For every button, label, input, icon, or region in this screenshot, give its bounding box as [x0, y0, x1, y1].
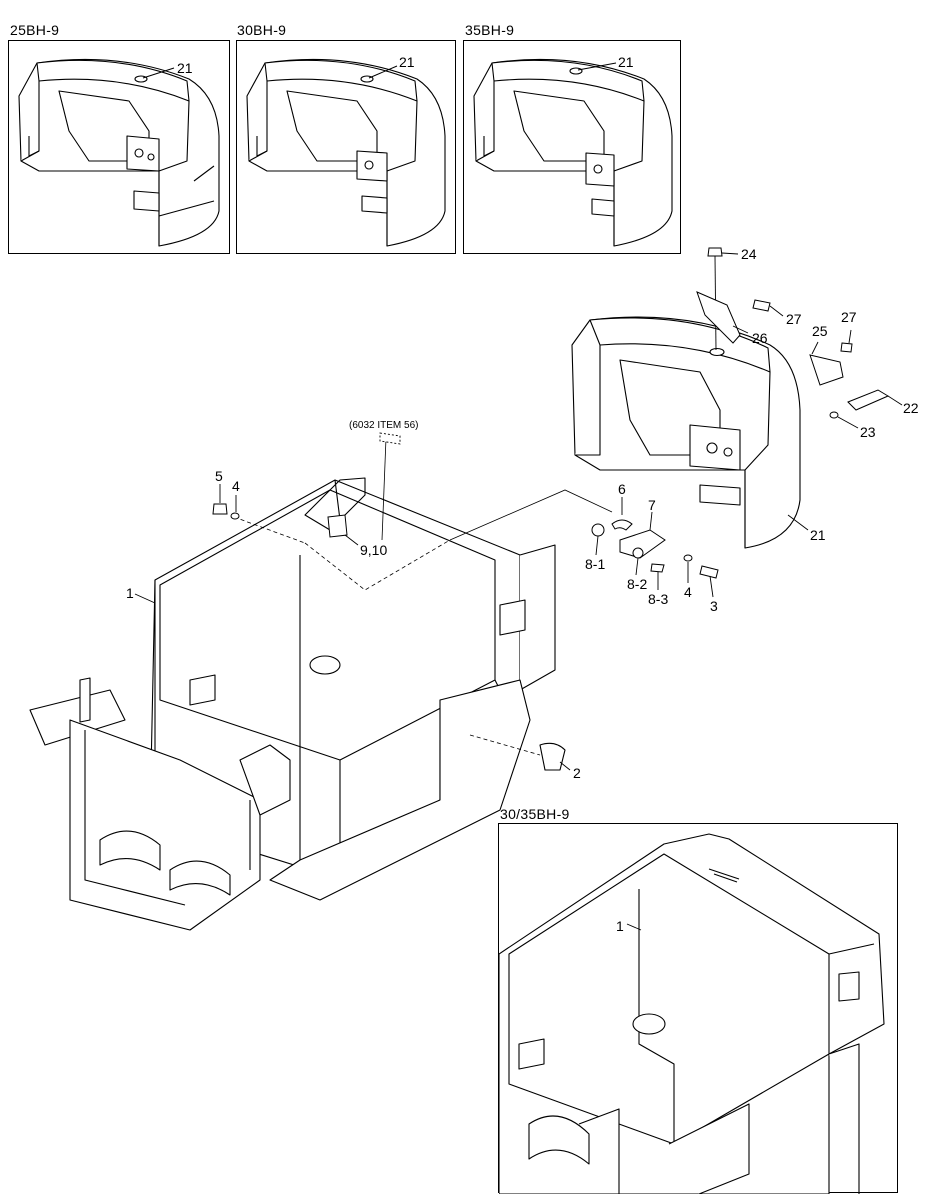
clip-9-10	[327, 514, 348, 538]
callout-21-a: 21	[177, 60, 193, 76]
inset-label-35bh9: 35BH-9	[465, 22, 515, 38]
bolt-27-b	[840, 342, 853, 353]
counterweight-drawing-25bh9: 21	[18, 58, 220, 247]
inset-35bh9: 21	[463, 40, 681, 254]
callout-1: 1	[126, 585, 134, 601]
bracket-7	[619, 529, 666, 559]
callout-21: 21	[810, 527, 826, 543]
pin-8-1	[591, 523, 605, 537]
leader-lines	[134, 252, 903, 771]
bushing-2	[539, 742, 566, 771]
washer-23	[829, 411, 839, 419]
callout-6: 6	[618, 481, 626, 497]
callout-8-2: 8-2	[627, 576, 647, 592]
callout-21-b: 21	[399, 54, 415, 70]
nut-5	[212, 503, 228, 515]
assembly-lines	[233, 516, 541, 790]
bolt-3	[699, 565, 719, 579]
counterweight-part	[571, 316, 801, 549]
plate-25	[809, 354, 844, 386]
callout-24: 24	[741, 246, 757, 262]
inset-30-35bh9: 1	[498, 823, 898, 1194]
washer-6	[611, 519, 633, 531]
callout-4-a: 4	[684, 584, 692, 600]
hinge-hardware	[591, 519, 719, 579]
reference-note: (6032 ITEM 56)	[349, 420, 418, 431]
callout-4-b: 4	[232, 478, 240, 494]
callout-5: 5	[215, 468, 223, 484]
callout-26: 26	[752, 330, 768, 346]
leader-21-a	[142, 67, 175, 79]
inset-30bh9: 21	[236, 40, 456, 254]
inset-label-25bh9: 25BH-9	[10, 22, 60, 38]
bolt-24	[707, 247, 723, 257]
assembly-lines-solid	[381, 437, 613, 541]
washer-4	[683, 554, 693, 562]
reference-pin	[379, 432, 401, 445]
bolt-27-a	[752, 299, 771, 312]
frame-drawing-30-35bh9: 1	[499, 833, 885, 1194]
washer-4b	[230, 512, 240, 520]
bolt-22	[847, 389, 890, 411]
callout-21-c: 21	[618, 54, 634, 70]
inset-label-30bh9: 30BH-9	[237, 22, 287, 38]
callout-25: 25	[812, 323, 828, 339]
callout-3: 3	[710, 598, 718, 614]
plate-26	[696, 291, 741, 344]
callout-8-3: 8-3	[648, 591, 668, 607]
callout-27-b: 27	[841, 309, 857, 325]
counterweight-drawing-30bh9: 21	[246, 54, 446, 247]
inset-label-30-35bh9: 30/35BH-9	[500, 806, 570, 822]
callout-22: 22	[903, 400, 919, 416]
callout-1-inset: 1	[616, 918, 624, 934]
callout-9-10: 9,10	[360, 542, 387, 558]
callout-23: 23	[860, 424, 876, 440]
callout-8-1: 8-1	[585, 556, 605, 572]
callout-27-a: 27	[786, 311, 802, 327]
bushing-8-2	[632, 547, 644, 559]
screw-8-3	[650, 563, 665, 573]
callout-7: 7	[648, 497, 656, 513]
counterweight-drawing-35bh9: 21	[473, 54, 673, 247]
callout-2: 2	[573, 765, 581, 781]
frame-body	[29, 477, 566, 931]
inset-25bh9: 21	[8, 40, 230, 254]
